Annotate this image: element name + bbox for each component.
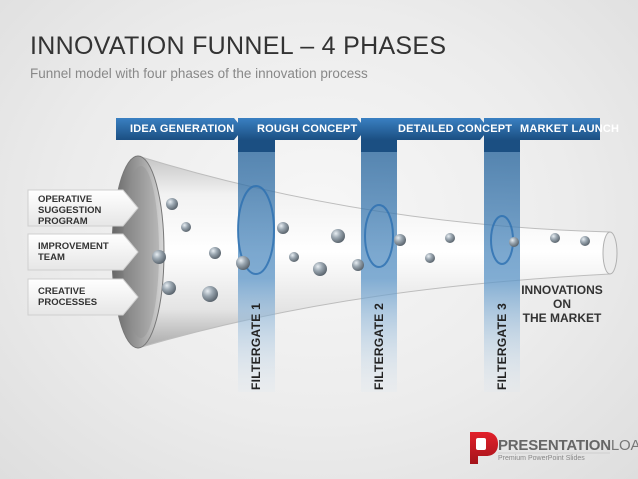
logo-brand: PRESENTATIONLOAD (498, 437, 638, 454)
phase-label-market-launch: MARKET LAUNCH (520, 120, 619, 138)
idea-ball (550, 233, 560, 243)
idea-ball (209, 247, 221, 259)
input-label-line: PROGRAM (38, 216, 101, 227)
input-label-improvement-team: IMPROVEMENT TEAM (38, 241, 109, 263)
input-label-line: CREATIVE (38, 286, 97, 297)
idea-ball (331, 229, 345, 243)
input-label-line: SUGGESTION (38, 205, 101, 216)
input-label-line: OPERATIVE (38, 194, 101, 205)
logo-brand-bold: PRESENTATION (498, 437, 611, 454)
input-label-creative-processes: CREATIVE PROCESSES (38, 286, 97, 308)
gate-label-3: FILTERGATE 3 (495, 303, 509, 390)
logo-brand-light: LOAD (611, 437, 638, 454)
idea-ball (394, 234, 406, 246)
gate-label-1: FILTERGATE 1 (249, 303, 263, 390)
idea-ball (152, 250, 166, 264)
phase-label-idea-generation: IDEA GENERATION (130, 120, 234, 138)
output-label: INNOVATIONS ON THE MARKET (512, 283, 612, 325)
phase-label-detailed-concept: DETAILED CONCEPT (398, 120, 512, 138)
phase-label-rough-concept: ROUGH CONCEPT (257, 120, 357, 138)
idea-ball (313, 262, 327, 276)
idea-ball (425, 253, 435, 263)
idea-ball (166, 198, 178, 210)
input-label-line: IMPROVEMENT (38, 241, 109, 252)
idea-ball (162, 281, 176, 295)
idea-ball (277, 222, 289, 234)
gate-label-2: FILTERGATE 2 (372, 303, 386, 390)
idea-ball (509, 237, 519, 247)
input-label-operative-suggestion: OPERATIVE SUGGESTION PROGRAM (38, 194, 101, 227)
logo-tagline: Premium PowerPoint Slides (498, 455, 585, 462)
idea-ball (181, 222, 191, 232)
idea-ball (202, 286, 218, 302)
output-label-line: THE MARKET (512, 311, 612, 325)
idea-ball (445, 233, 455, 243)
idea-ball (236, 256, 250, 270)
idea-ball (352, 259, 364, 271)
idea-ball (580, 236, 590, 246)
presentationload-logo-icon (470, 432, 498, 464)
output-label-line: INNOVATIONS ON (512, 283, 612, 311)
idea-ball (289, 252, 299, 262)
input-label-line: TEAM (38, 252, 109, 263)
input-label-line: PROCESSES (38, 297, 97, 308)
